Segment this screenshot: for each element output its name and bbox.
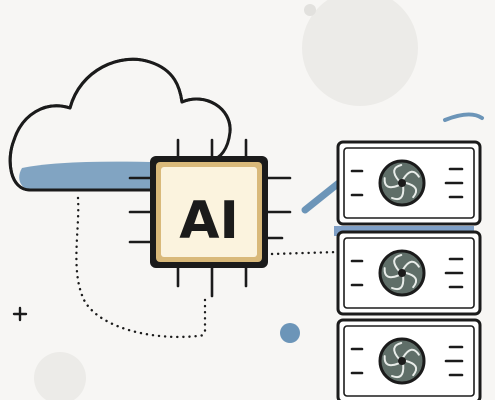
server-fan-icon — [378, 249, 426, 297]
connector-cloud-to-chip — [75, 196, 207, 339]
server-fan-icon — [378, 337, 426, 385]
server-panel — [343, 325, 475, 397]
background-blob-small — [304, 4, 316, 16]
ai-chip-icon — [128, 138, 292, 298]
dotted-connectors — [75, 196, 340, 339]
cloud-icon — [8, 57, 232, 192]
chip-label: AI — [179, 191, 239, 251]
server-unit-top — [336, 140, 482, 226]
server-panel — [343, 147, 475, 219]
accent-dot — [280, 323, 300, 343]
background-blob-top-right — [302, 0, 418, 106]
server-panel — [343, 237, 475, 309]
server-unit-bottom — [336, 318, 482, 400]
connector-chip-to-server — [270, 250, 340, 256]
server-unit-middle — [336, 230, 482, 316]
accent-stroke-top-arc — [443, 112, 484, 122]
server-fan-icon — [378, 159, 426, 207]
accent-stroke-diagonal — [301, 178, 344, 214]
background-blob-bottom-left — [34, 352, 86, 400]
server-rack — [336, 140, 482, 400]
plus-icon — [12, 306, 28, 322]
